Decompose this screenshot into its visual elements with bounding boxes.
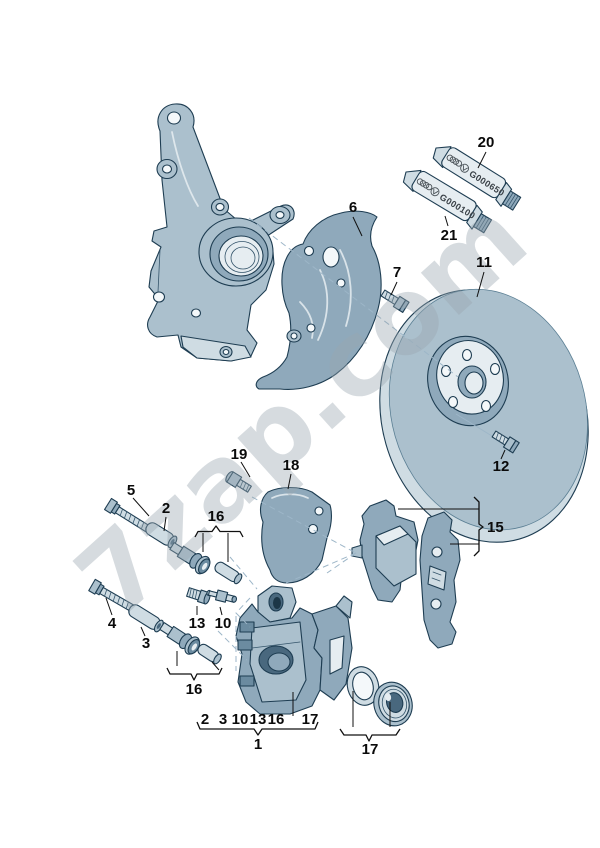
callout-1[interactable]: 1 (254, 736, 262, 753)
callout-row-2[interactable]: 2 (201, 711, 209, 728)
callout-20[interactable]: 20 (478, 134, 495, 151)
callout-15[interactable]: 15 (487, 519, 504, 536)
callout-11[interactable]: 11 (476, 254, 492, 271)
callout-10[interactable]: 10 (215, 615, 232, 632)
guide-bolt-4-drawing (88, 578, 136, 613)
guide-sleeve-upper-drawing (214, 561, 243, 585)
steering-knuckle-drawing (147, 103, 295, 362)
brake-caliper-drawing (235, 585, 353, 715)
disc-screw-drawing (491, 430, 520, 454)
callout-row-17[interactable]: 17 (302, 711, 319, 728)
callout-row-3[interactable]: 3 (219, 711, 227, 728)
callout-19[interactable]: 19 (231, 446, 248, 463)
callout-row-13[interactable]: 13 (250, 711, 267, 728)
vw-logo-icon (430, 187, 440, 197)
plug-13-drawing (186, 587, 211, 605)
bush-2-drawing (145, 522, 178, 549)
brake-pads-drawing (351, 499, 461, 649)
splash-shield-drawing (255, 210, 382, 390)
callout-16-lower[interactable]: 16 (186, 681, 203, 698)
callout-17-kit[interactable]: 17 (362, 741, 379, 758)
cover-screw-drawing (225, 471, 252, 493)
callout-row-10[interactable]: 10 (232, 711, 249, 728)
guide-pin-lower-drawing (159, 622, 201, 655)
callout-row-16[interactable]: 16 (268, 711, 285, 728)
callout-21[interactable]: 21 (441, 227, 458, 244)
screw-alignment-line (455, 413, 493, 437)
bush-3-drawing (128, 604, 164, 633)
callout-18[interactable]: 18 (283, 457, 300, 474)
bleeder-valve-drawing (206, 589, 238, 603)
guide-sleeve-lower-drawing (197, 643, 222, 665)
assembly-dashed-lines (217, 217, 459, 671)
callout-5[interactable]: 5 (127, 482, 135, 499)
callout-12[interactable]: 12 (493, 458, 510, 475)
callout-labels: 6 7 20 21 11 12 19 18 5 2 16 4 3 16 13 1… (108, 134, 510, 758)
callout-4[interactable]: 4 (108, 615, 117, 632)
seal-ring-drawing (346, 666, 380, 706)
callout-13[interactable]: 13 (189, 615, 206, 632)
vw-logo-icon (460, 163, 470, 173)
grease-tube-20-drawing: G000650 (432, 146, 522, 211)
callout-3[interactable]: 3 (142, 635, 150, 652)
shield-screw-drawing (380, 289, 410, 313)
guide-pin-upper-drawing (169, 542, 211, 575)
leader-lines (105, 151, 506, 742)
callout-7[interactable]: 7 (393, 264, 401, 281)
callout-16-upper[interactable]: 16 (208, 508, 225, 525)
cover-plate-drawing (259, 486, 332, 584)
callout-6[interactable]: 6 (349, 199, 357, 216)
brake-disc-drawing (379, 288, 589, 543)
audi-rings-icon (446, 154, 463, 167)
audi-rings-icon (416, 178, 433, 191)
guide-bolt-5-drawing (104, 497, 151, 533)
dust-boot-drawing (373, 681, 413, 727)
callout-2[interactable]: 2 (162, 500, 170, 517)
